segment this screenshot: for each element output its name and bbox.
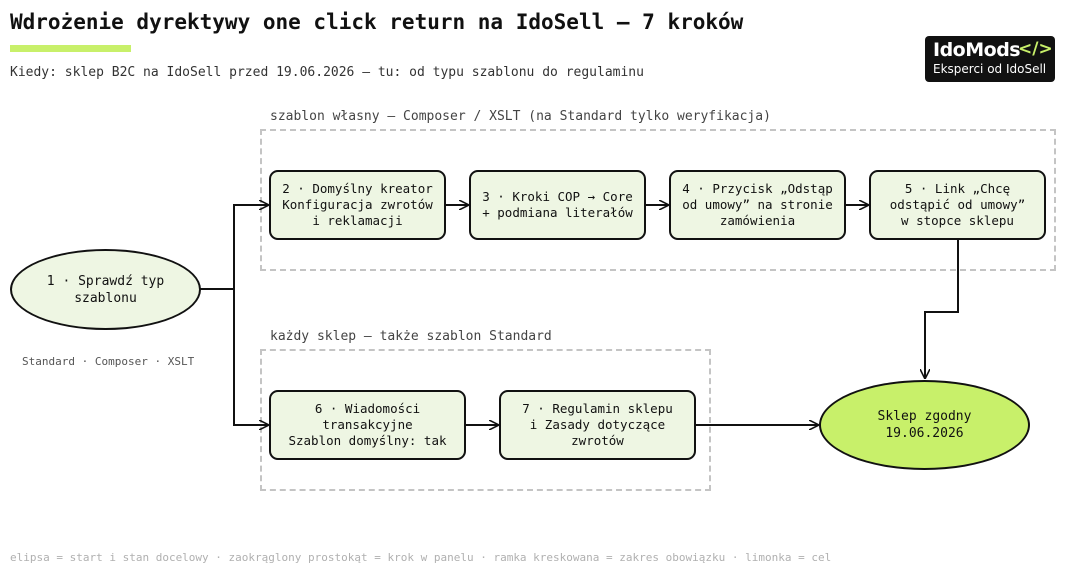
node-step7: 7 · Regulamin sklepu i Zasady dotyczące … [499, 390, 696, 460]
page-subtitle: Kiedy: sklep B2C na IdoSell przed 19.06.… [10, 65, 644, 80]
title-underline [10, 45, 131, 52]
node-step6: 6 · Wiadomości transakcyjne Szablon domy… [269, 390, 466, 460]
node-start-check-template: 1 · Sprawdź typ szablonu [10, 249, 201, 330]
arrow-start-to-step2 [200, 205, 268, 290]
logo-wordmark: IdoMods [933, 39, 1021, 61]
arrow-step5-to-goal [925, 240, 959, 378]
logo-tagline: Eksperci od IdoSell [933, 62, 1047, 76]
zone-label-custom-template: szablon własny – Composer / XSLT (na Sta… [270, 109, 771, 124]
legend: elipsa = start i stan docelowy · zaokrąg… [10, 551, 832, 564]
page-title: Wdrożenie dyrektywy one click return na … [10, 10, 744, 34]
zone-label-every-shop: każdy sklep – także szablon Standard [270, 329, 552, 344]
code-icon: </> [1018, 39, 1053, 59]
arrow-start-to-step6 [233, 289, 268, 425]
node-step2: 2 · Domyślny kreator Konfiguracja zwrotó… [269, 170, 446, 240]
start-note: Standard · Composer · XSLT [22, 355, 195, 368]
node-goal-compliant-shop: Sklep zgodny 19.06.2026 [819, 380, 1030, 470]
node-step4: 4 · Przycisk „Odstąp od umowy” na stroni… [669, 170, 846, 240]
node-step3: 3 · Kroki COP → Core + podmiana literałó… [469, 170, 646, 240]
brand-logo: IdoMods </> Eksperci od IdoSell [925, 36, 1055, 82]
node-step5: 5 · Link „Chcę odstąpić od umowy” w stop… [869, 170, 1046, 240]
